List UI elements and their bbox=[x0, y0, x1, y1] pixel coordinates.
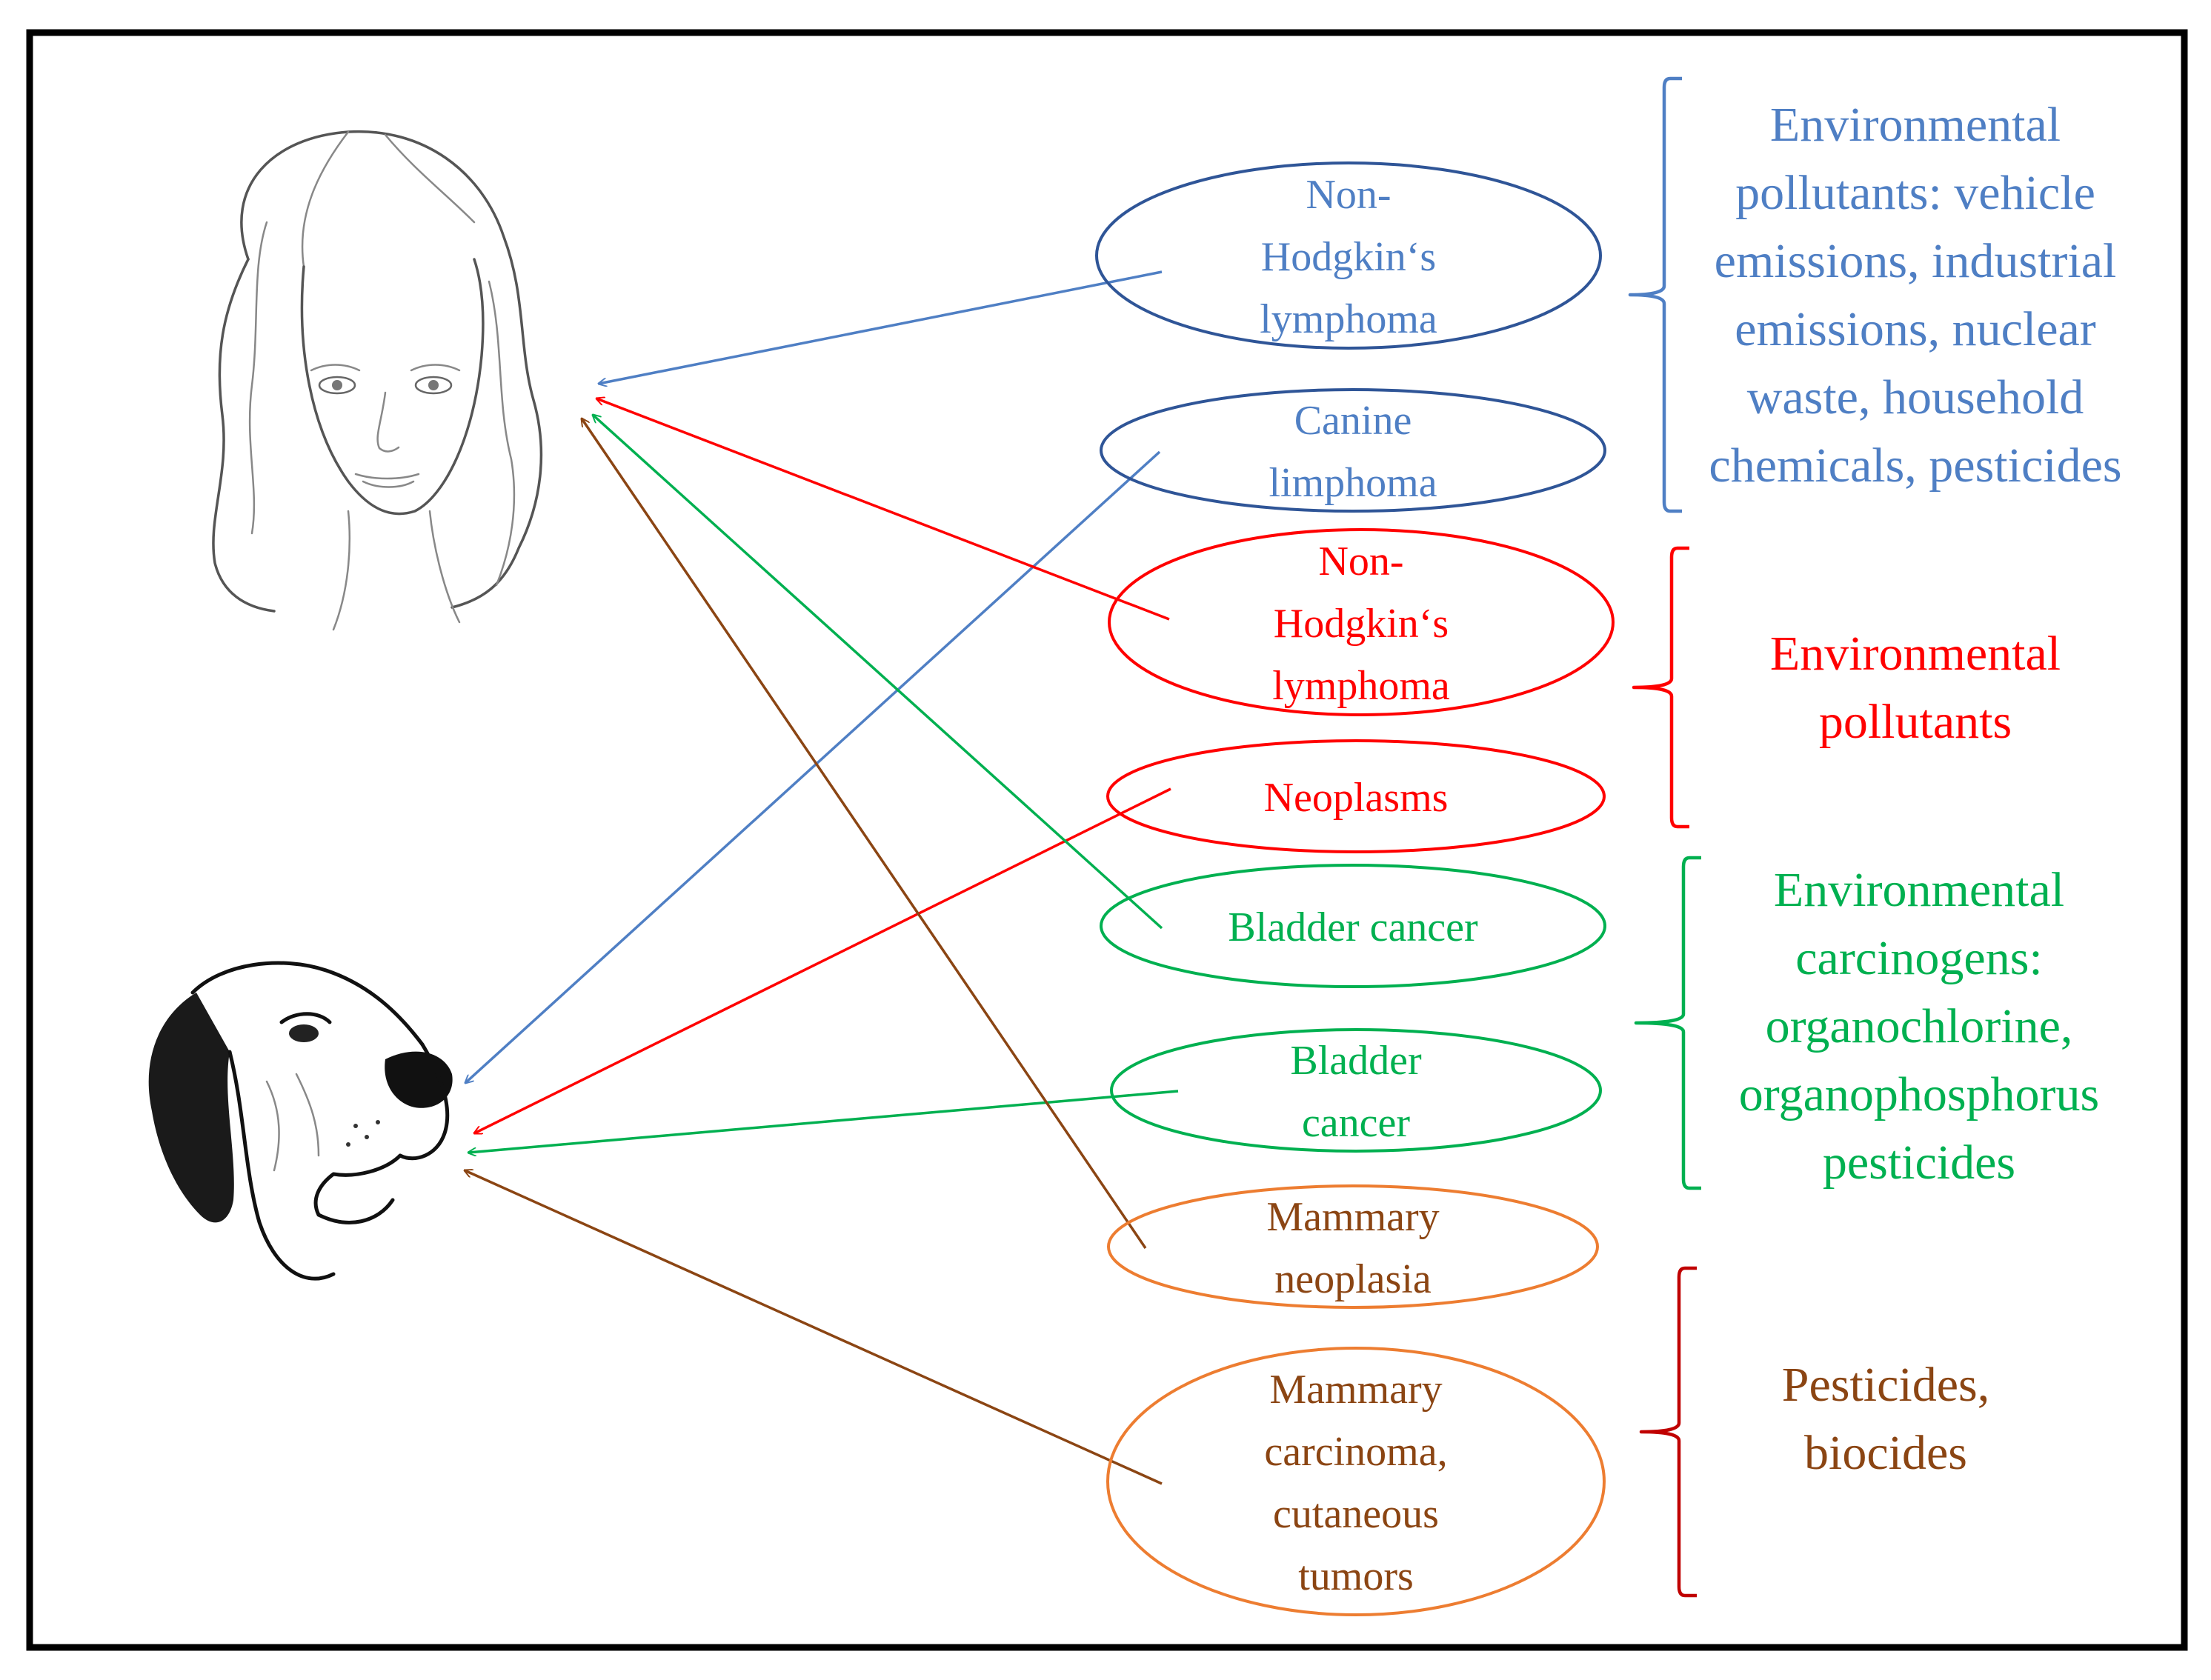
bracket-carcinogens bbox=[1634, 856, 1701, 1190]
disease-label-line: Canine bbox=[1294, 398, 1412, 444]
disease-node-neoplasms: Neoplasms bbox=[1106, 739, 1606, 853]
disease-ellipse bbox=[1106, 1347, 1606, 1616]
arrow-mammary-neoplasia bbox=[582, 419, 1147, 1249]
disease-label-line: tumors bbox=[1298, 1553, 1414, 1599]
disease-layer: Non-Hodgkin‘slymphomaCaninelimphomaNon-H… bbox=[1095, 161, 1615, 1616]
factor-label-line: pesticides bbox=[1823, 1136, 2015, 1190]
factor-label-line: pollutants bbox=[1819, 695, 2012, 749]
factor-label-line: Environmental bbox=[1770, 98, 2061, 152]
disease-label-line: Mammary bbox=[1269, 1367, 1442, 1413]
factor-label-line: biocides bbox=[1804, 1426, 1967, 1480]
dog-head-icon bbox=[148, 961, 453, 1281]
disease-label-line: Non- bbox=[1318, 539, 1403, 584]
disease-ellipse bbox=[1106, 739, 1606, 853]
disease-node-mammary-neoplasia: Mammary neoplasia bbox=[1107, 1184, 1599, 1309]
disease-node-mammary-carcinoma: Mammary carcinoma, cutaneous tumors bbox=[1106, 1347, 1606, 1616]
factor-label-line: pollutants: vehicle bbox=[1735, 166, 2095, 220]
disease-label-line: lymphoma bbox=[1260, 296, 1437, 342]
arrow-nhl-human bbox=[599, 270, 1163, 384]
factor-group-pollutants-detailed: Environmental pollutants: vehicle emission… bbox=[1628, 76, 2122, 513]
disease-ellipse bbox=[1100, 864, 1606, 988]
factor-label-line: emissions, industrial bbox=[1715, 234, 2117, 288]
arrow-bladder-dog bbox=[468, 1090, 1179, 1153]
disease-node-nhl-human: Non- Hodgkin‘s lymphoma bbox=[1095, 161, 1602, 350]
disease-node-bladder-human: Bladder cancer bbox=[1100, 864, 1606, 988]
disease-label-line: neoplasia bbox=[1274, 1256, 1432, 1302]
bracket-pesticides bbox=[1639, 1266, 1697, 1598]
disease-ellipse bbox=[1100, 388, 1606, 513]
disease-label-line: carcinoma, bbox=[1264, 1429, 1447, 1475]
factor-group-carcinogens: Environmental carcinogens: organochlorine,… bbox=[1634, 856, 2099, 1190]
disease-label-line: limphoma bbox=[1269, 460, 1437, 506]
bracket-pollutants bbox=[1632, 546, 1689, 829]
factor-group-pesticides: Pesticides, biocides bbox=[1639, 1266, 1989, 1598]
arrow-neoplasms bbox=[474, 787, 1171, 1135]
disease-ellipse bbox=[1108, 528, 1615, 716]
disease-label-line: Mammary bbox=[1266, 1194, 1439, 1240]
disease-label-line: Hodgkin‘s bbox=[1274, 601, 1449, 647]
factor-label-line: emissions, nuclear bbox=[1735, 302, 2096, 356]
factor-label-line: Pesticides, bbox=[1782, 1358, 1989, 1412]
disease-node-nhl-red: Non- Hodgkin‘s lymphoma bbox=[1108, 528, 1615, 716]
factor-layer: Environmental pollutants: vehicle emission… bbox=[1628, 76, 2122, 1598]
factor-label-line: chemicals, pesticides bbox=[1709, 439, 2121, 493]
factor-label-line: carcinogens: bbox=[1795, 931, 2043, 985]
woman-face-icon bbox=[212, 130, 543, 631]
arrow-bladder-human bbox=[593, 415, 1163, 930]
factor-label-line: organochlorine, bbox=[1766, 999, 2073, 1053]
arrow-nhl-red bbox=[596, 399, 1170, 621]
arrow-layer bbox=[465, 270, 1179, 1485]
disease-label-line: cancer bbox=[1302, 1100, 1410, 1146]
disease-label-line: lymphoma bbox=[1272, 663, 1450, 709]
bracket-pollutants-detailed bbox=[1628, 76, 1682, 513]
disease-label-line: Neoplasms bbox=[1264, 775, 1449, 821]
disease-node-canine-lymphoma: Canine limphoma bbox=[1100, 388, 1606, 513]
disease-ellipse bbox=[1110, 1028, 1602, 1153]
disease-label-line: Non- bbox=[1306, 172, 1391, 218]
arrow-mammary-carcinoma bbox=[465, 1170, 1163, 1485]
factor-label-line: Environmental bbox=[1770, 627, 2061, 681]
factor-label-line: Environmental bbox=[1774, 863, 2064, 917]
disease-label-line: Bladder bbox=[1290, 1038, 1422, 1084]
diagram-frame bbox=[26, 29, 2188, 1651]
disease-ellipse bbox=[1095, 161, 1602, 350]
disease-node-bladder-dog: Bladder cancer bbox=[1110, 1028, 1602, 1153]
disease-label-line: Hodgkin‘s bbox=[1261, 234, 1436, 280]
disease-ellipse bbox=[1107, 1184, 1599, 1309]
disease-label-line: Bladder cancer bbox=[1228, 904, 1478, 950]
arrow-canine-lymphoma bbox=[465, 450, 1161, 1083]
factor-label-line: waste, household bbox=[1747, 370, 2084, 424]
disease-label-line: cutaneous bbox=[1273, 1491, 1439, 1537]
factor-group-pollutants: Environmental pollutants bbox=[1632, 546, 2061, 829]
factor-label-line: organophosphorus bbox=[1739, 1067, 2099, 1121]
